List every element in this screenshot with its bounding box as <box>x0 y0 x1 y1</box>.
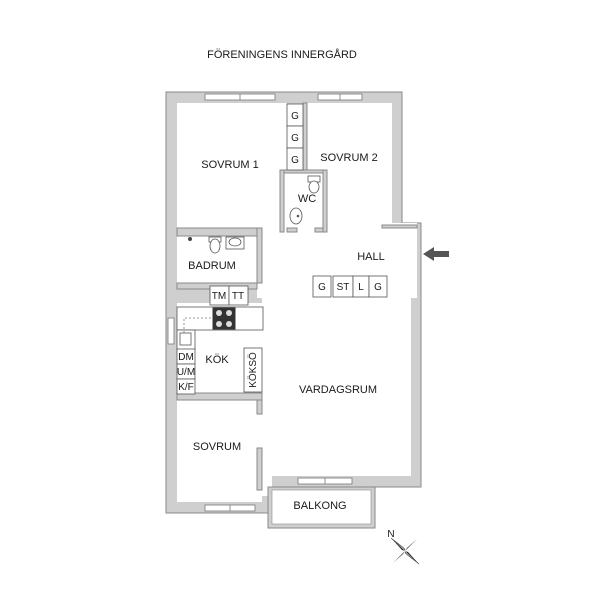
wardrobe-label-1: G <box>291 111 299 122</box>
wardrobe-label-3: G <box>291 155 299 166</box>
compass-rose-icon: N <box>387 529 420 565</box>
kitchen-island-label: KÖKSÖ <box>247 352 259 388</box>
wardrobe-stack: G G G <box>286 103 304 171</box>
kitchen-counter <box>176 306 264 351</box>
kf-label: K/F <box>178 382 194 393</box>
wc-fixtures <box>289 175 321 225</box>
entrance-arrow-icon <box>423 247 449 261</box>
um-label: U/M <box>177 367 195 378</box>
room-label-kok: KÖK <box>205 354 229 366</box>
kitchen-island: KÖKSÖ <box>243 347 263 393</box>
room-label-sovrum1: SOVRUM 1 <box>201 159 258 171</box>
tt-label: TT <box>232 291 244 302</box>
room-label-badrum: BADRUM <box>188 260 236 272</box>
hall-cabinet-l: L <box>358 282 364 293</box>
wardrobe-label-2: G <box>291 133 299 144</box>
hall-cabinet-g: G <box>318 282 326 293</box>
room-label-balkong: BALKONG <box>293 500 346 512</box>
courtyard-label: FÖRENINGENS INNERGÅRD <box>207 48 357 61</box>
dm-label: DM <box>178 352 194 363</box>
hall-cabinets: G ST L G <box>312 275 388 298</box>
room-label-vardagsrum: VARDAGSRUM <box>299 384 377 396</box>
room-label-sovrum: SOVRUM <box>193 441 241 453</box>
hall-cabinet-st: ST <box>337 282 350 293</box>
kitchen-appliances: DM U/M K/F <box>176 348 196 395</box>
windows <box>167 93 363 512</box>
bathroom-fixtures <box>188 236 245 254</box>
compass-north-label: N <box>387 529 394 540</box>
laundry-appliances: TM TT <box>209 285 249 306</box>
room-label-wc: WC <box>298 193 316 205</box>
hall-cabinet-g2: G <box>374 282 382 293</box>
room-label-sovrum2: SOVRUM 2 <box>320 152 377 164</box>
tm-label: TM <box>212 291 226 302</box>
room-label-hall: HALL <box>357 251 385 263</box>
balcony <box>267 486 376 529</box>
